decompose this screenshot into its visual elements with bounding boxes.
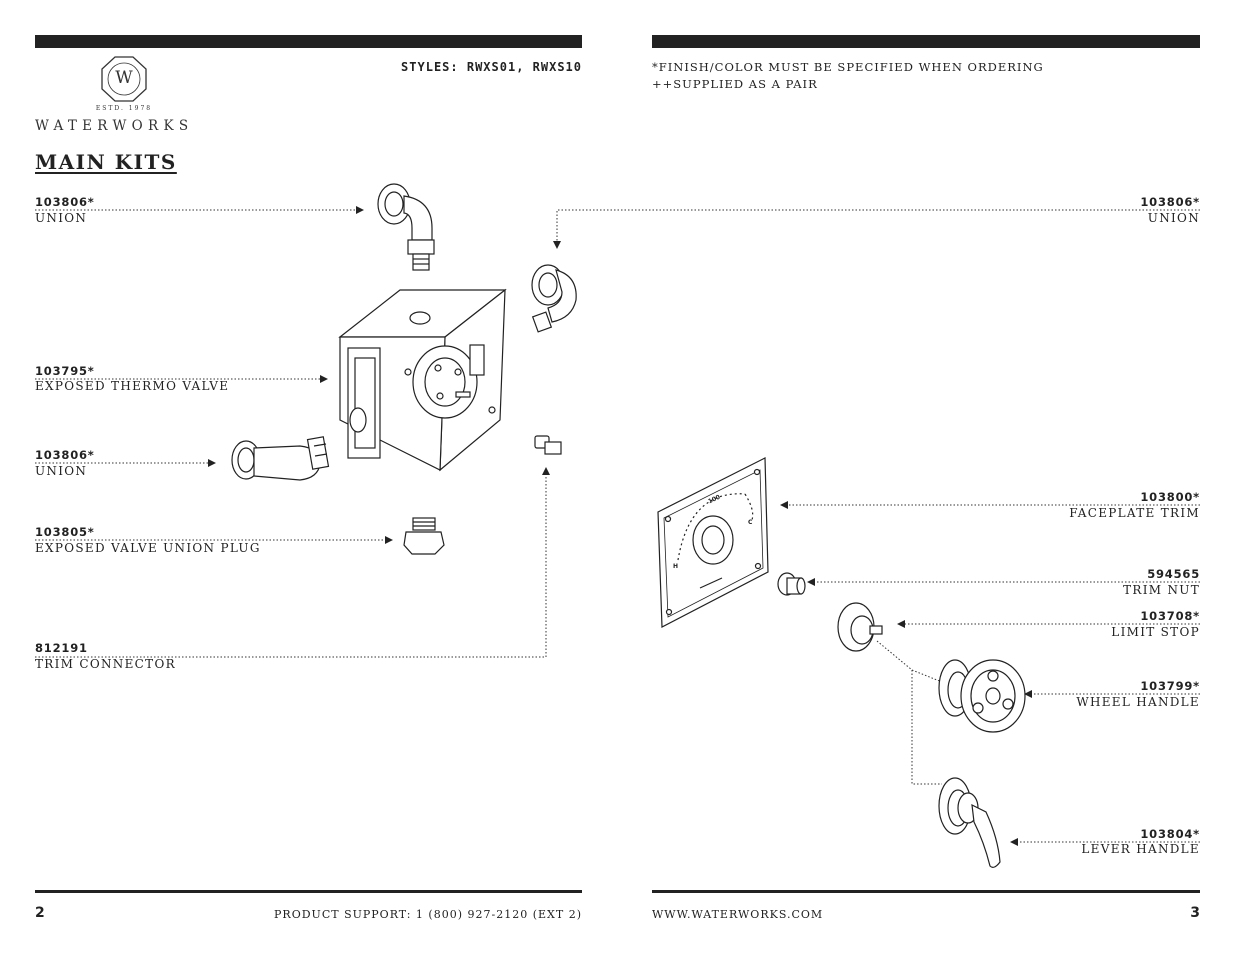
part-name: WHEEL HANDLE — [1076, 695, 1200, 709]
support-phone: PRODUCT SUPPORT: 1 (800) 927-2120 (EXT 2… — [274, 908, 582, 921]
leader-line — [553, 209, 1200, 249]
part-code: 103805* — [35, 525, 95, 539]
page-title: MAIN KITS — [35, 150, 177, 174]
website-link[interactable]: WWW.WATERWORKS.COM — [652, 908, 824, 921]
lever-handle-icon — [938, 777, 1001, 868]
left-header-bar — [35, 35, 582, 48]
trim-connector-icon — [534, 435, 562, 455]
part-name: UNION — [35, 211, 88, 225]
part-code: 103795* — [35, 364, 95, 378]
part-name: LEVER HANDLE — [1081, 842, 1200, 856]
faceplate-top-mark: 100 — [707, 494, 721, 506]
part-name: TRIM NUT — [1123, 583, 1200, 597]
part-code: 103800* — [1140, 490, 1200, 504]
octagon-logo-icon — [101, 56, 147, 102]
part-code: 103708* — [1140, 609, 1200, 623]
limit-stop-icon — [837, 602, 883, 652]
part-name: EXPOSED THERMO VALVE — [35, 379, 230, 393]
left-footer-rule — [35, 890, 582, 893]
finish-note: *FINISH/COLOR MUST BE SPECIFIED WHEN ORD… — [652, 60, 1044, 74]
assembly-guide-line — [911, 669, 943, 683]
left-page-number: 2 — [35, 905, 45, 921]
union-fitting-icon — [377, 183, 435, 271]
thermo-valve-body-icon — [338, 288, 507, 472]
logo-established: ESTD. 1978 — [95, 105, 153, 112]
right-page-number: 3 — [1190, 905, 1200, 921]
faceplate-hot-mark: H — [673, 563, 678, 570]
right-footer-rule — [652, 890, 1200, 893]
part-name: LIMIT STOP — [1111, 625, 1200, 639]
trim-nut-icon — [777, 572, 806, 596]
part-name: TRIM CONNECTOR — [35, 657, 176, 671]
part-code: 103799* — [1140, 679, 1200, 693]
assembly-guide-line — [876, 640, 942, 785]
logo-monogram: W — [115, 68, 133, 88]
part-code: 103806* — [1140, 195, 1200, 209]
union-plug-icon — [403, 517, 445, 555]
part-name: EXPOSED VALVE UNION PLUG — [35, 541, 261, 555]
brand-logo: W ESTD. 1978 WATERWORKS — [35, 55, 220, 135]
styles-label: STYLES: RWXS01, RWXS10 — [401, 60, 582, 74]
wheel-handle-icon — [938, 659, 1026, 733]
union-fitting-icon — [531, 264, 577, 333]
part-name: UNION — [1147, 211, 1200, 225]
leader-line — [35, 467, 550, 658]
part-code: 103806* — [35, 195, 95, 209]
right-header-bar — [652, 35, 1200, 48]
part-name: UNION — [35, 464, 88, 478]
part-code: 594565 — [1147, 567, 1200, 581]
faceplate-cold-mark: C — [748, 519, 753, 526]
part-code: 812191 — [35, 641, 88, 655]
union-fitting-icon — [231, 436, 330, 481]
part-name: FACEPLATE TRIM — [1069, 506, 1200, 520]
part-code: 103804* — [1140, 827, 1200, 841]
logo-wordmark: WATERWORKS — [35, 118, 194, 134]
pair-note: ++SUPPLIED AS A PAIR — [652, 77, 818, 91]
faceplate-trim-icon — [657, 457, 769, 628]
part-code: 103806* — [35, 448, 95, 462]
